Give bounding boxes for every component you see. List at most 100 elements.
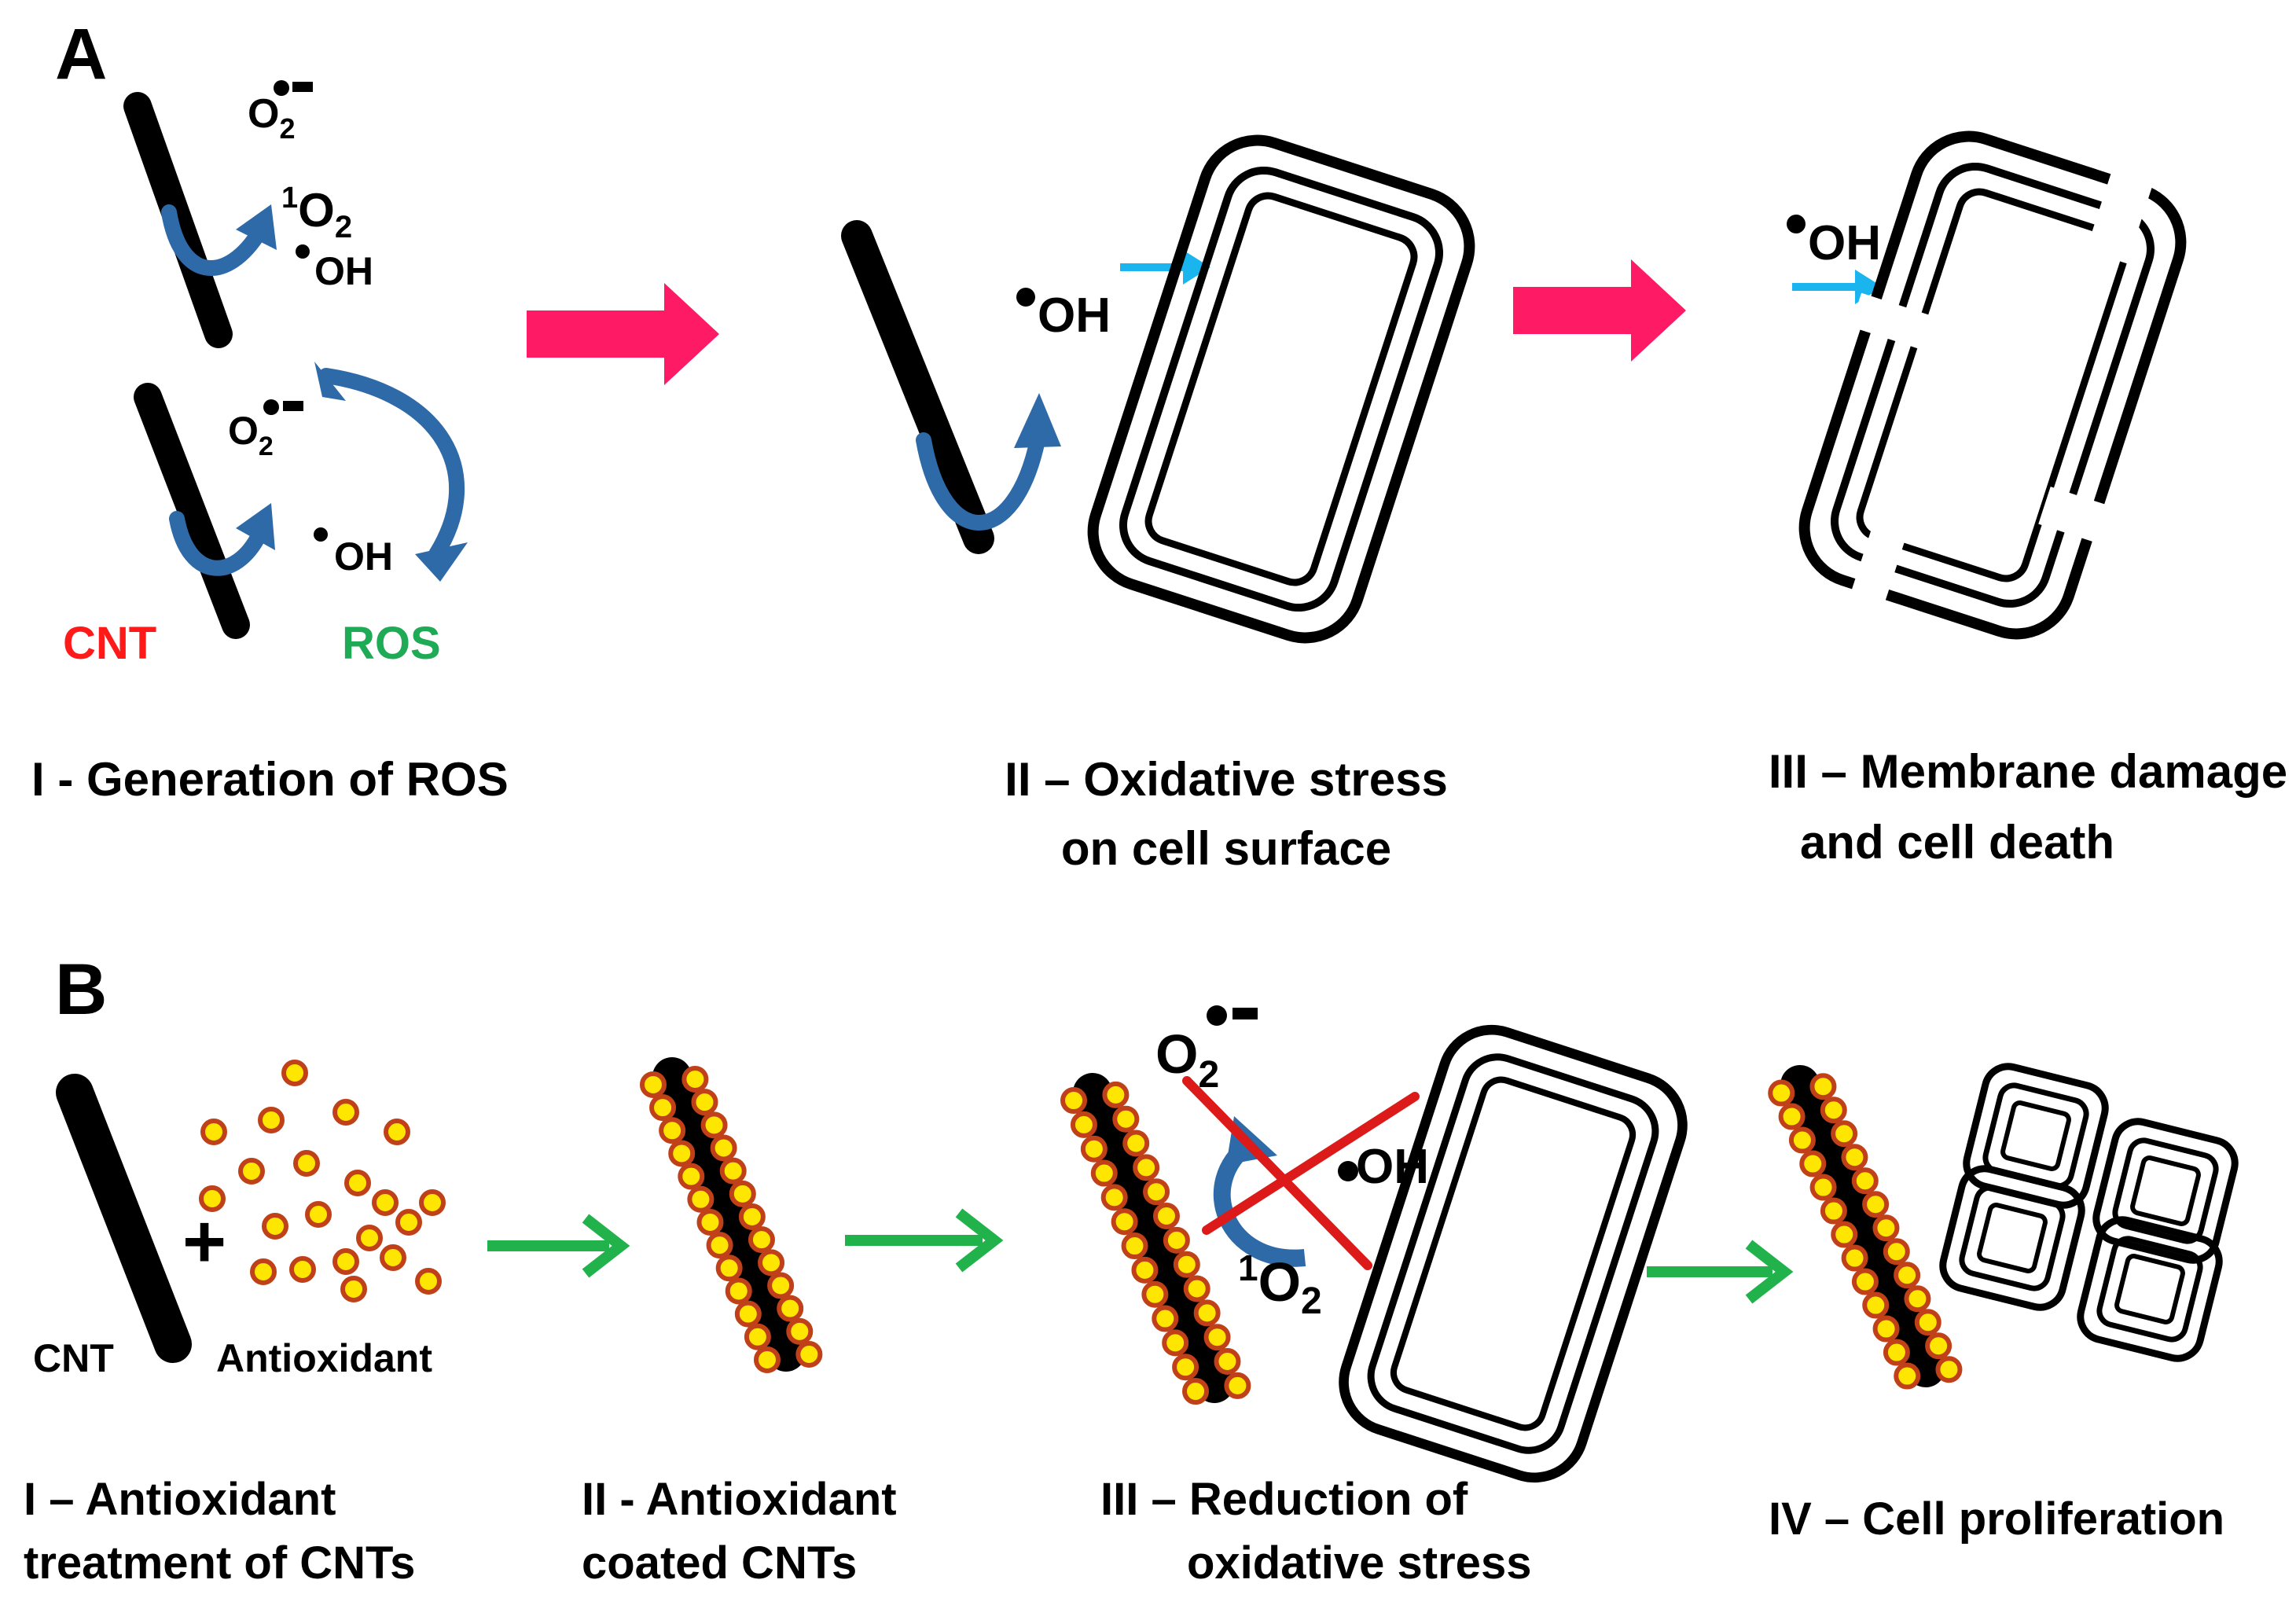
cnt-tube-a3	[841, 220, 994, 554]
antioxidant-particle	[289, 1256, 316, 1283]
caption-b3-line1: III – Reduction of	[1100, 1474, 1468, 1525]
antioxidant-particle	[1809, 1174, 1837, 1201]
minus-sign	[292, 82, 313, 92]
antioxidant-particle	[1111, 1208, 1138, 1236]
antioxidant-particle	[1820, 1097, 1847, 1124]
hydroxyl-label: OH	[314, 249, 373, 293]
antioxidant-particle	[1841, 1144, 1868, 1171]
antioxidant-particles	[199, 1060, 446, 1302]
antioxidant-particle	[250, 1258, 277, 1285]
antioxidant-particle	[753, 1346, 781, 1373]
antioxidant-particle	[767, 1272, 795, 1299]
caption-b4: IV – Cell proliferation	[1769, 1493, 2224, 1545]
antioxidant-particle	[415, 1268, 442, 1295]
cell-damaged	[1772, 106, 2217, 666]
antioxidant-particle	[305, 1201, 332, 1228]
antioxidant-particle	[1152, 1203, 1180, 1230]
antioxidant-particle	[1872, 1315, 1900, 1343]
antioxidant-particle	[1904, 1285, 1931, 1313]
antioxidant-particle	[1914, 1309, 1941, 1336]
antioxidant-particle	[738, 1203, 766, 1230]
superoxide-label: O2	[1155, 1023, 1219, 1096]
antioxidant-particle	[344, 1170, 371, 1196]
cell-proliferating	[1938, 1061, 2239, 1363]
antioxidant-particle	[356, 1225, 383, 1251]
antioxidant-particle	[1100, 1184, 1128, 1211]
antioxidant-particle	[1214, 1348, 1241, 1376]
antioxidant-particle	[1183, 1275, 1210, 1302]
antioxidant-particle	[687, 1185, 715, 1213]
radical-dot	[296, 244, 310, 259]
radical-dot	[314, 527, 328, 542]
antioxidant-particle	[1831, 1221, 1858, 1248]
antioxidant-particle	[384, 1119, 410, 1145]
antioxidant-particle	[1173, 1251, 1200, 1278]
antioxidant-particle	[1883, 1238, 1910, 1266]
radical-dot	[274, 80, 289, 96]
cyan-arrow-icon	[1120, 250, 1210, 285]
antioxidant-particle	[1862, 1291, 1890, 1319]
antioxidant-particle	[419, 1189, 446, 1216]
antioxidant-particle	[1163, 1226, 1190, 1254]
singlet-oxygen-label: 1O2	[1238, 1247, 1322, 1322]
cnt-label-b: CNT	[33, 1336, 114, 1380]
cnt-tube-a2	[134, 383, 250, 639]
antioxidant-particle	[1090, 1159, 1118, 1187]
antioxidant-particle	[1224, 1372, 1251, 1399]
antioxidant-particle	[1841, 1244, 1868, 1272]
antioxidant-particle	[1121, 1232, 1148, 1260]
caption-a1: I - Generation of ROS	[31, 753, 509, 806]
antioxidant-particle	[1182, 1378, 1210, 1405]
caption-b2-line1: II - Antioxidant	[582, 1474, 897, 1525]
antioxidant-particle	[1143, 1178, 1170, 1206]
cross-icon	[1182, 1076, 1420, 1270]
antioxidant-particle	[1862, 1191, 1890, 1218]
caption-b3-line2: oxidative stress	[1187, 1537, 1531, 1589]
antioxidant-particle	[748, 1226, 775, 1254]
radical-dot	[263, 399, 279, 415]
antioxidant-particle	[1788, 1126, 1816, 1154]
antioxidant-particle	[758, 1249, 785, 1277]
big-arrow-icon	[527, 259, 1686, 385]
antioxidant-particle	[1894, 1262, 1921, 1289]
hydroxyl-label: OH	[1038, 288, 1111, 343]
antioxidant-particle	[706, 1232, 733, 1259]
coated-cnt-3	[1768, 1065, 1963, 1390]
antioxidant-particle	[1851, 1167, 1879, 1195]
antioxidant-particle	[786, 1317, 814, 1345]
caption-b2-line2: coated CNTs	[582, 1537, 857, 1589]
curved-arrow-icon	[161, 204, 1045, 576]
antioxidant-particle	[1172, 1354, 1199, 1381]
cell-intact	[1078, 126, 1483, 652]
caption-a3-line2: and cell death	[1800, 816, 2114, 869]
antioxidant-particle	[1080, 1135, 1108, 1163]
radical-dot	[1207, 1005, 1227, 1026]
antioxidant-particle	[1820, 1197, 1847, 1225]
radical-dot	[1016, 288, 1035, 307]
caption-b1-line2: treatment of CNTs	[24, 1537, 415, 1589]
hydroxyl-label: OH	[334, 535, 393, 579]
antioxidant-particle	[1122, 1130, 1150, 1157]
coated-cnt-2	[1060, 1073, 1251, 1405]
coated-cnt-1	[639, 1057, 823, 1373]
antioxidant-particle	[729, 1180, 756, 1207]
antioxidant-particle	[668, 1140, 696, 1167]
antioxidant-particle	[659, 1117, 686, 1144]
antioxidant-particle	[1131, 1256, 1159, 1284]
cnt-tube-b1	[56, 1074, 192, 1363]
caption-b1-line1: I – Antioxidant	[24, 1474, 336, 1525]
antioxidant-particle	[332, 1099, 359, 1126]
panel-b-letter: B	[55, 950, 107, 1030]
antioxidant-particle	[340, 1276, 367, 1302]
antioxidant-particle	[1851, 1268, 1879, 1295]
radical-dot	[1787, 215, 1806, 233]
antioxidant-particle	[715, 1255, 743, 1282]
antioxidant-particle	[372, 1189, 399, 1216]
antioxidant-particle	[1193, 1299, 1221, 1327]
antioxidant-particle	[395, 1209, 422, 1236]
antioxidant-particle	[281, 1060, 308, 1086]
superoxide-label: O2	[228, 409, 274, 461]
antioxidant-particle	[678, 1163, 705, 1190]
antioxidant-particle	[681, 1065, 709, 1093]
